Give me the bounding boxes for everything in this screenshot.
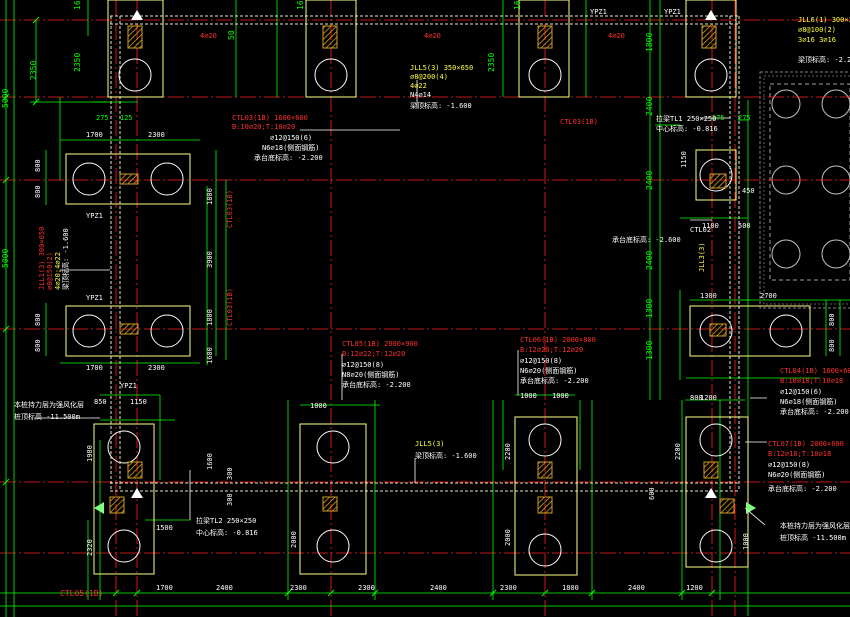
column xyxy=(109,496,125,514)
marker-triangle xyxy=(131,488,143,498)
pile-circle xyxy=(72,314,106,348)
pile-circle xyxy=(694,58,728,92)
pile-circle xyxy=(528,423,562,457)
pile-circle xyxy=(107,529,141,563)
pile-circle xyxy=(528,533,562,567)
pile-circle xyxy=(316,430,350,464)
pile-cap-left-2 xyxy=(65,305,191,357)
column xyxy=(322,496,338,512)
adjacent-building-region xyxy=(759,71,850,309)
pile-circle xyxy=(699,529,733,563)
pile-cap-right-1 xyxy=(695,149,737,201)
pile-circle xyxy=(771,89,801,119)
pile-circle xyxy=(316,529,350,563)
pile-circle xyxy=(314,58,348,92)
piles xyxy=(72,58,803,567)
column xyxy=(322,25,338,49)
marker-triangle xyxy=(131,10,143,20)
pile-cap-right-2 xyxy=(689,305,811,357)
column xyxy=(709,323,727,337)
pile-circle xyxy=(528,58,562,92)
pile-cap-top-center xyxy=(305,0,357,98)
column xyxy=(127,461,143,479)
pile-circle xyxy=(150,162,184,196)
column xyxy=(719,498,735,514)
pile-circle xyxy=(821,239,850,269)
marker-triangle xyxy=(94,502,104,514)
leader-lines xyxy=(35,80,767,526)
column xyxy=(703,461,719,479)
column xyxy=(537,461,553,479)
column xyxy=(701,25,717,49)
pile-cap-bottom-2 xyxy=(299,423,367,575)
pile-cap-bottom-left xyxy=(93,423,155,575)
pile-circle xyxy=(107,430,141,464)
pile-circle xyxy=(699,423,733,457)
pile-cap-top-right xyxy=(685,0,737,98)
pile-cap-bottom-4 xyxy=(685,416,749,568)
marker-triangle xyxy=(705,488,717,498)
marker-triangle xyxy=(705,10,717,20)
pile-circle xyxy=(699,158,733,192)
pile-circle xyxy=(150,314,184,348)
columns xyxy=(109,25,735,514)
column xyxy=(127,25,143,49)
pile-cap-top-left xyxy=(107,0,164,98)
axis-markers xyxy=(94,10,756,514)
pile-circle xyxy=(118,58,152,92)
dimension-ticks xyxy=(2,16,716,597)
pile-circle xyxy=(699,314,733,348)
pile-cap-top-center2 xyxy=(518,0,570,98)
pile-cap-bottom-3 xyxy=(514,416,578,576)
column xyxy=(119,173,139,185)
pile-circle xyxy=(72,162,106,196)
pile-cap-left-1 xyxy=(65,153,191,205)
column xyxy=(537,25,553,49)
pile-circle xyxy=(771,239,801,269)
pile-caps xyxy=(65,0,811,576)
pile-circle xyxy=(769,314,803,348)
marker-triangle xyxy=(746,502,756,514)
foundation-beams xyxy=(110,15,740,492)
pile-circle xyxy=(821,89,850,119)
column xyxy=(709,173,727,189)
column xyxy=(537,496,553,514)
column xyxy=(119,323,139,335)
